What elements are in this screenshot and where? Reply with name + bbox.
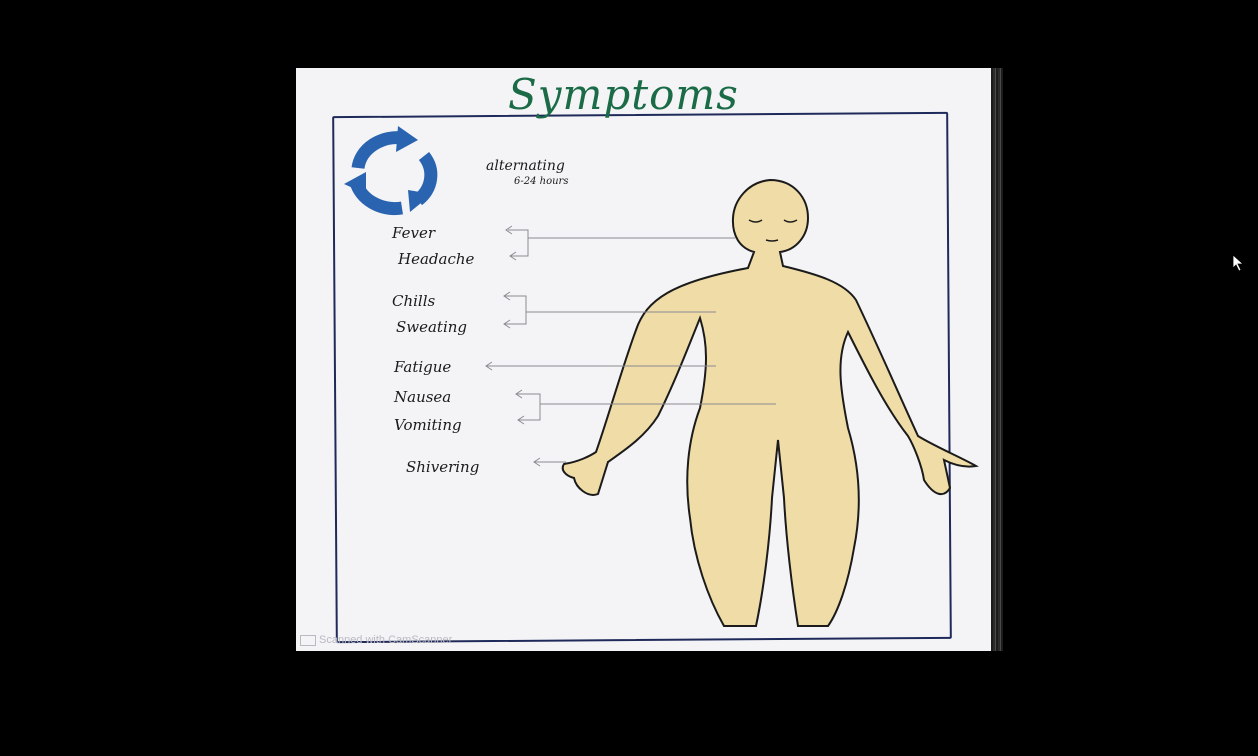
symptom-fatigue: Fatigue — [394, 358, 451, 376]
symptom-vomiting: Vomiting — [394, 416, 462, 434]
watermark-text: Scanned with CamScanner — [319, 634, 452, 646]
symptom-shivering: Shivering — [406, 458, 479, 476]
scanned-page: Symptoms — [296, 68, 991, 651]
mouse-cursor-icon — [1232, 254, 1246, 272]
cycle-arrows-icon — [344, 126, 432, 212]
symptom-fever: Fever — [392, 224, 435, 242]
scanner-watermark: Scanned with CamScanner — [300, 634, 452, 646]
human-body-figure — [563, 180, 976, 626]
symptom-chills: Chills — [392, 292, 435, 310]
cycle-label: alternating — [486, 158, 565, 174]
camscanner-icon — [300, 635, 316, 646]
symptom-nausea: Nausea — [394, 388, 451, 406]
cycle-hours: 6-24 hours — [514, 176, 568, 187]
symptom-sweating: Sweating — [396, 318, 467, 336]
symptom-headache: Headache — [398, 250, 474, 268]
